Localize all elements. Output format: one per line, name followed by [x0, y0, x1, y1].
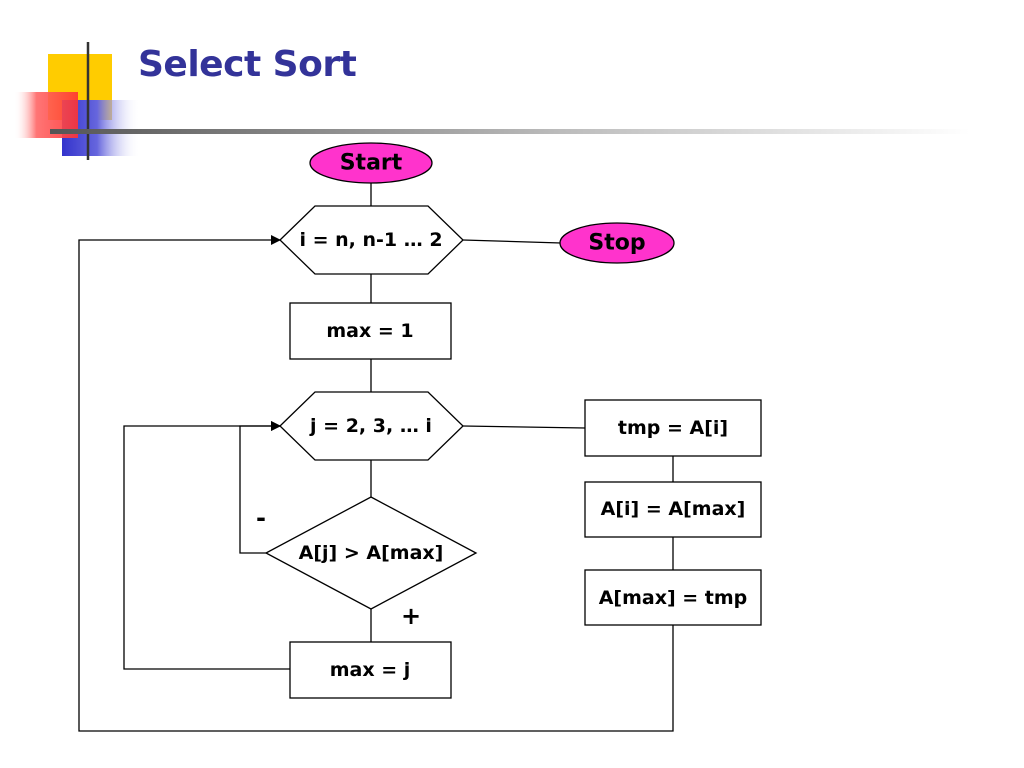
inner-loop-label: j = 2, 3, … i	[309, 415, 432, 437]
outer-loop-node: i = n, n-1 … 2	[279, 205, 464, 275]
condition-label: A[j] > A[max]	[299, 542, 444, 564]
update-max-node: max = j	[289, 641, 452, 699]
loop-outer-return	[78, 235, 674, 732]
outer-loop-hexagon	[279, 205, 464, 275]
connector-outer-to-stop	[462, 239, 562, 244]
update-max-label: max = j	[330, 659, 411, 681]
title-underline	[50, 129, 970, 134]
swap-3-label: A[max] = tmp	[599, 587, 748, 609]
swap-1-node: tmp = A[i]	[584, 399, 762, 457]
swap-2-box	[584, 481, 762, 538]
swap-1-label: tmp = A[i]	[618, 417, 728, 439]
swap-2-node: A[i] = A[max]	[584, 481, 762, 538]
condition-false-label: -	[256, 504, 266, 532]
start-label: Start	[340, 151, 403, 176]
init-max-box	[289, 302, 452, 360]
loop-update-return	[123, 421, 290, 670]
loop-false-branch	[239, 421, 281, 554]
outer-loop-label: i = n, n-1 … 2	[299, 229, 442, 251]
condition-true-label: +	[401, 602, 421, 630]
slide-title: Select Sort	[138, 44, 357, 85]
stop-shape	[559, 222, 675, 264]
inner-loop-node: j = 2, 3, … i	[279, 391, 464, 461]
inner-loop-hexagon	[279, 391, 464, 461]
condition-node: A[j] > A[max]	[264, 496, 478, 610]
init-max-node: max = 1	[289, 302, 452, 360]
connector-inner-to-tmp	[462, 425, 586, 429]
swap-3-box	[584, 569, 762, 626]
update-max-box	[289, 641, 452, 699]
swap-1-box	[584, 399, 762, 457]
connectors	[78, 183, 674, 732]
init-max-label: max = 1	[326, 320, 413, 342]
stop-terminal: Stop	[559, 222, 675, 264]
swap-2-label: A[i] = A[max]	[601, 498, 746, 520]
start-shape	[309, 142, 433, 184]
stop-label: Stop	[588, 231, 645, 256]
swap-3-node: A[max] = tmp	[584, 569, 762, 626]
condition-diamond	[264, 496, 478, 610]
start-terminal: Start	[309, 142, 433, 184]
decorative-logo	[14, 42, 140, 160]
